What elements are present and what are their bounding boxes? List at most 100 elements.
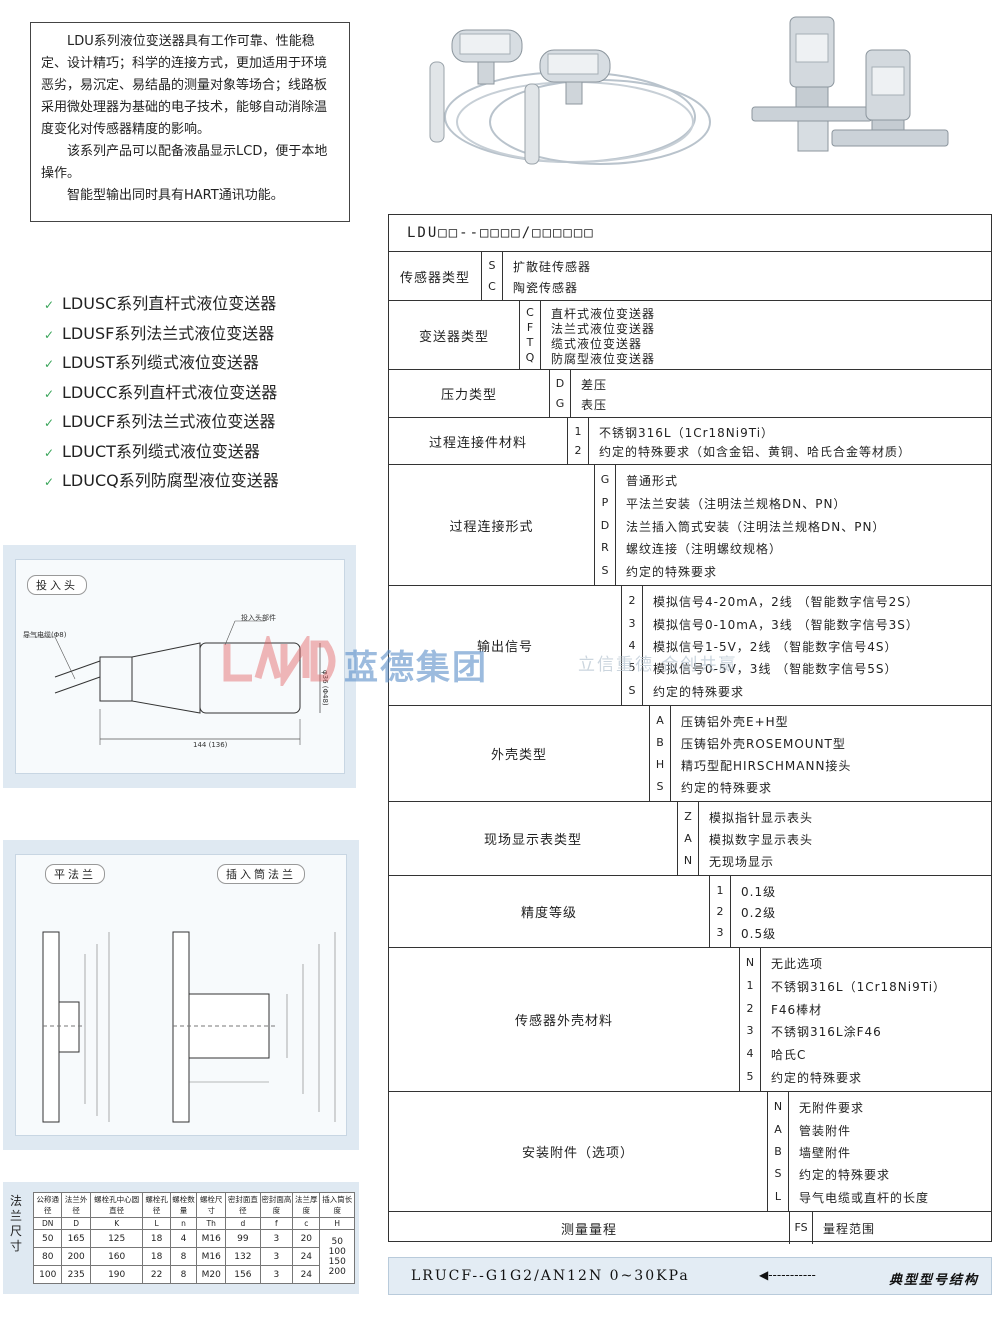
model-row-label: 现场显示表类型 <box>483 833 582 848</box>
callout-head: 投入头部件 <box>241 614 276 622</box>
table-cell: 8 <box>169 1265 198 1284</box>
table-cell: 3 <box>259 1265 294 1284</box>
model-code-column <box>767 1092 789 1211</box>
model-option: 压铸铝外壳E+H型 <box>681 715 789 729</box>
model-code: 1 <box>716 883 724 897</box>
model-code: S <box>628 683 636 697</box>
model-code: S <box>774 1167 782 1181</box>
table-cell: 24 <box>292 1265 321 1284</box>
model-code: S <box>656 780 664 793</box>
intro-box: LDU系列液位变送器具有工作可靠、性能稳定、设计精巧；科学的连接方式，更加适用于… <box>30 22 350 222</box>
table-header-symbol: d <box>225 1217 261 1230</box>
series-list: ✓LDUSC系列直杆式液位变送器 ✓LDUSF系列法兰式液位变送器 ✓LDUST… <box>44 290 344 497</box>
table-cell: 125 <box>89 1229 144 1248</box>
model-option: 螺纹连接（注明螺纹规格） <box>626 542 783 557</box>
model-code: FS <box>794 1221 808 1234</box>
model-option: 约定的特殊要求 <box>799 1168 891 1183</box>
flange-table-panel: 法兰尺寸 公称通径法兰外径螺栓孔中心圆直径螺栓孔径螺栓数量螺栓尺寸密封面直径密封… <box>3 1182 359 1294</box>
table-cell: 156 <box>225 1265 261 1284</box>
model-code-column <box>549 370 571 417</box>
model-code: T <box>526 336 534 350</box>
model-option: 约定的特殊要求 <box>681 781 773 795</box>
model-code: R <box>601 541 609 555</box>
table-cell: 190 <box>89 1265 144 1284</box>
drawing-panel-flange: 平法兰 插入筒法兰 <box>3 840 359 1150</box>
check-icon: ✓ <box>44 386 55 401</box>
model-code-column <box>649 706 671 801</box>
list-item: ✓LDUST系列缆式液位变送器 <box>44 349 344 379</box>
model-code-column <box>677 802 699 875</box>
model-code: G <box>600 473 610 487</box>
table-header-row: 公称通径法兰外径螺栓孔中心圆直径螺栓孔径螺栓数量螺栓尺寸密封面直径密封面高度法兰… <box>32 1192 355 1218</box>
model-code: B <box>774 1145 782 1158</box>
model-option: 约定的特殊要求 <box>653 684 745 699</box>
model-code: N <box>773 1100 783 1114</box>
model-row-label: 外壳类型 <box>490 748 547 763</box>
table-cell: M20 <box>196 1265 227 1284</box>
model-row-label: 精度等级 <box>520 906 577 921</box>
probe-drawing <box>23 620 321 745</box>
table-header-cell: 法兰厚度 <box>292 1192 321 1218</box>
model-option: 无此选项 <box>771 957 824 972</box>
model-option: 表压 <box>581 398 608 412</box>
table-cell: 200 <box>61 1247 91 1266</box>
model-code: 4 <box>628 639 636 652</box>
model-code: L <box>774 1189 782 1203</box>
table-header-cell: 螺栓数量 <box>169 1192 198 1218</box>
model-code: C <box>488 279 496 293</box>
model-option: 约定的特殊要求 <box>626 564 718 579</box>
model-code: 2 <box>628 594 636 608</box>
model-option: 无现场显示 <box>709 855 775 869</box>
model-option: F46棒材 <box>771 1002 823 1017</box>
model-code-column <box>594 465 616 585</box>
intro-paragraph-2: 该系列产品可以配备液晶显示LCD，便于本地操作。 <box>41 144 328 181</box>
model-row-label: 传感器类型 <box>399 270 470 286</box>
model-row-label: 过程连接形式 <box>449 519 534 535</box>
model-option: 压铸铝外壳ROSEMOUNT型 <box>681 737 846 751</box>
table-cell: 3 <box>259 1247 294 1266</box>
table-header-symbol: L <box>142 1217 171 1230</box>
model-code-column <box>567 418 589 464</box>
table-header-cell: 插入筒长度 <box>319 1192 355 1218</box>
model-option: 模拟指针显示表头 <box>709 811 814 825</box>
intro-paragraph-1: LDU系列液位变送器具有工作可靠、性能稳定、设计精巧；科学的连接方式，更加适用于… <box>41 34 328 137</box>
brand-logo-icon <box>223 636 336 686</box>
table-cell: 20 <box>292 1229 321 1248</box>
list-item: ✓LDUSF系列法兰式液位变送器 <box>44 320 344 350</box>
table-cell: M16 <box>196 1229 227 1248</box>
table-header-cell: 螺栓孔中心圆直径 <box>89 1192 144 1218</box>
list-item: ✓LDUSC系列直杆式液位变送器 <box>44 290 344 320</box>
model-code: 4 <box>746 1047 754 1060</box>
model-option: 缆式液位变送器 <box>551 337 643 352</box>
table-cell: 100 <box>32 1265 63 1284</box>
drawing-panel-probe: 投入头 导气电缆(Φ8) 投入头部件 φ36 (Φ48) 144 (136) <box>3 545 356 788</box>
model-option: 模拟信号1-5V，2线 （智能数字信号4S） <box>653 640 898 654</box>
model-option: 防腐型液位变送器 <box>551 352 656 367</box>
list-item: ✓LDUCC系列直杆式液位变送器 <box>44 379 344 409</box>
table-cell: 3 <box>259 1229 294 1248</box>
model-code: D <box>600 518 610 532</box>
model-option: 陶瓷传感器 <box>513 280 579 295</box>
check-icon: ✓ <box>44 416 55 430</box>
table-header-cell: 法兰外径 <box>61 1192 91 1218</box>
drawing-label-insert-flange: 插入筒法兰 <box>217 864 305 884</box>
model-option: 0.2级 <box>741 906 777 920</box>
model-option: 管装附件 <box>799 1123 852 1138</box>
dim-length: 144 (136) <box>193 741 228 749</box>
table-header-symbol: c <box>292 1217 321 1230</box>
table-header-symbol: DN <box>32 1217 63 1230</box>
table-header-symbol: K <box>89 1217 144 1230</box>
table-header-cell: 螺栓尺寸 <box>196 1192 227 1218</box>
model-row-label: 传感器外壳材料 <box>514 1014 613 1029</box>
model-option: 模拟信号4-20mA，2线 （智能数字信号2S） <box>653 595 919 610</box>
model-code: 3 <box>716 926 724 940</box>
table-header-cell: 密封面直径 <box>225 1192 261 1218</box>
model-code-header: LDU□□--□□□□/□□□□□□ <box>389 215 991 252</box>
model-code-column <box>519 301 541 369</box>
